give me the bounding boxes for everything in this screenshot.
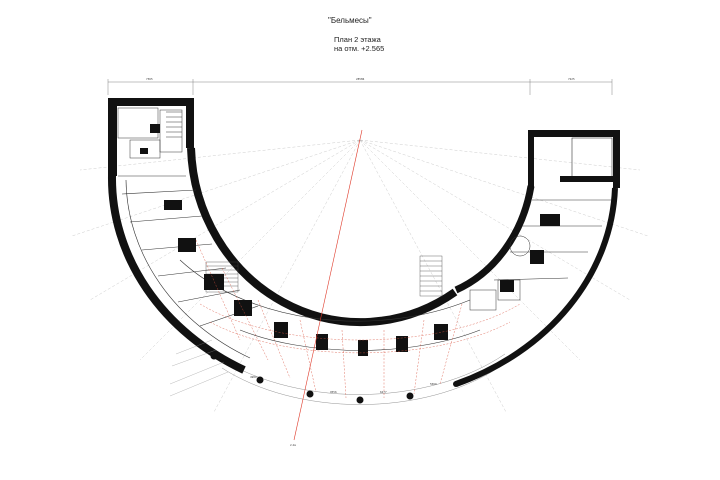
plan-title-line2: на отм. +2.565 [334,43,385,53]
dim-arc-a: 4980 [250,375,257,379]
inner-wall [187,147,535,327]
project-name: "Бельмесы" [328,16,372,25]
dim-arc-c: 6277 [380,390,387,394]
title-block: "Бельмесы" План 2 этажа на отм. +2.565 [0,0,720,80]
top-dimension-line [107,79,613,95]
secondary-walls [118,175,612,359]
round-columns [210,352,459,404]
plan-title-line1: План 2 этажа [334,35,381,44]
dim-arc-d: 5560 [430,382,437,386]
main-axis-line [293,129,363,441]
leader-lines [169,339,229,397]
plan-title: План 2 этажа на отм. +2.565 [334,35,385,53]
outer-dimension-arcs [212,353,506,405]
dim-left: 7365 [146,77,153,81]
left-tower [108,98,194,176]
dim-middle: 28586 [356,77,365,81]
dim-arc-b: 9556 [330,390,337,394]
pillars [164,200,560,356]
axis-label: 2.4м [290,443,296,447]
dim-right: 7225 [568,77,575,81]
right-tower [528,130,620,188]
grid-lines [195,239,521,399]
right-stair [419,255,443,297]
